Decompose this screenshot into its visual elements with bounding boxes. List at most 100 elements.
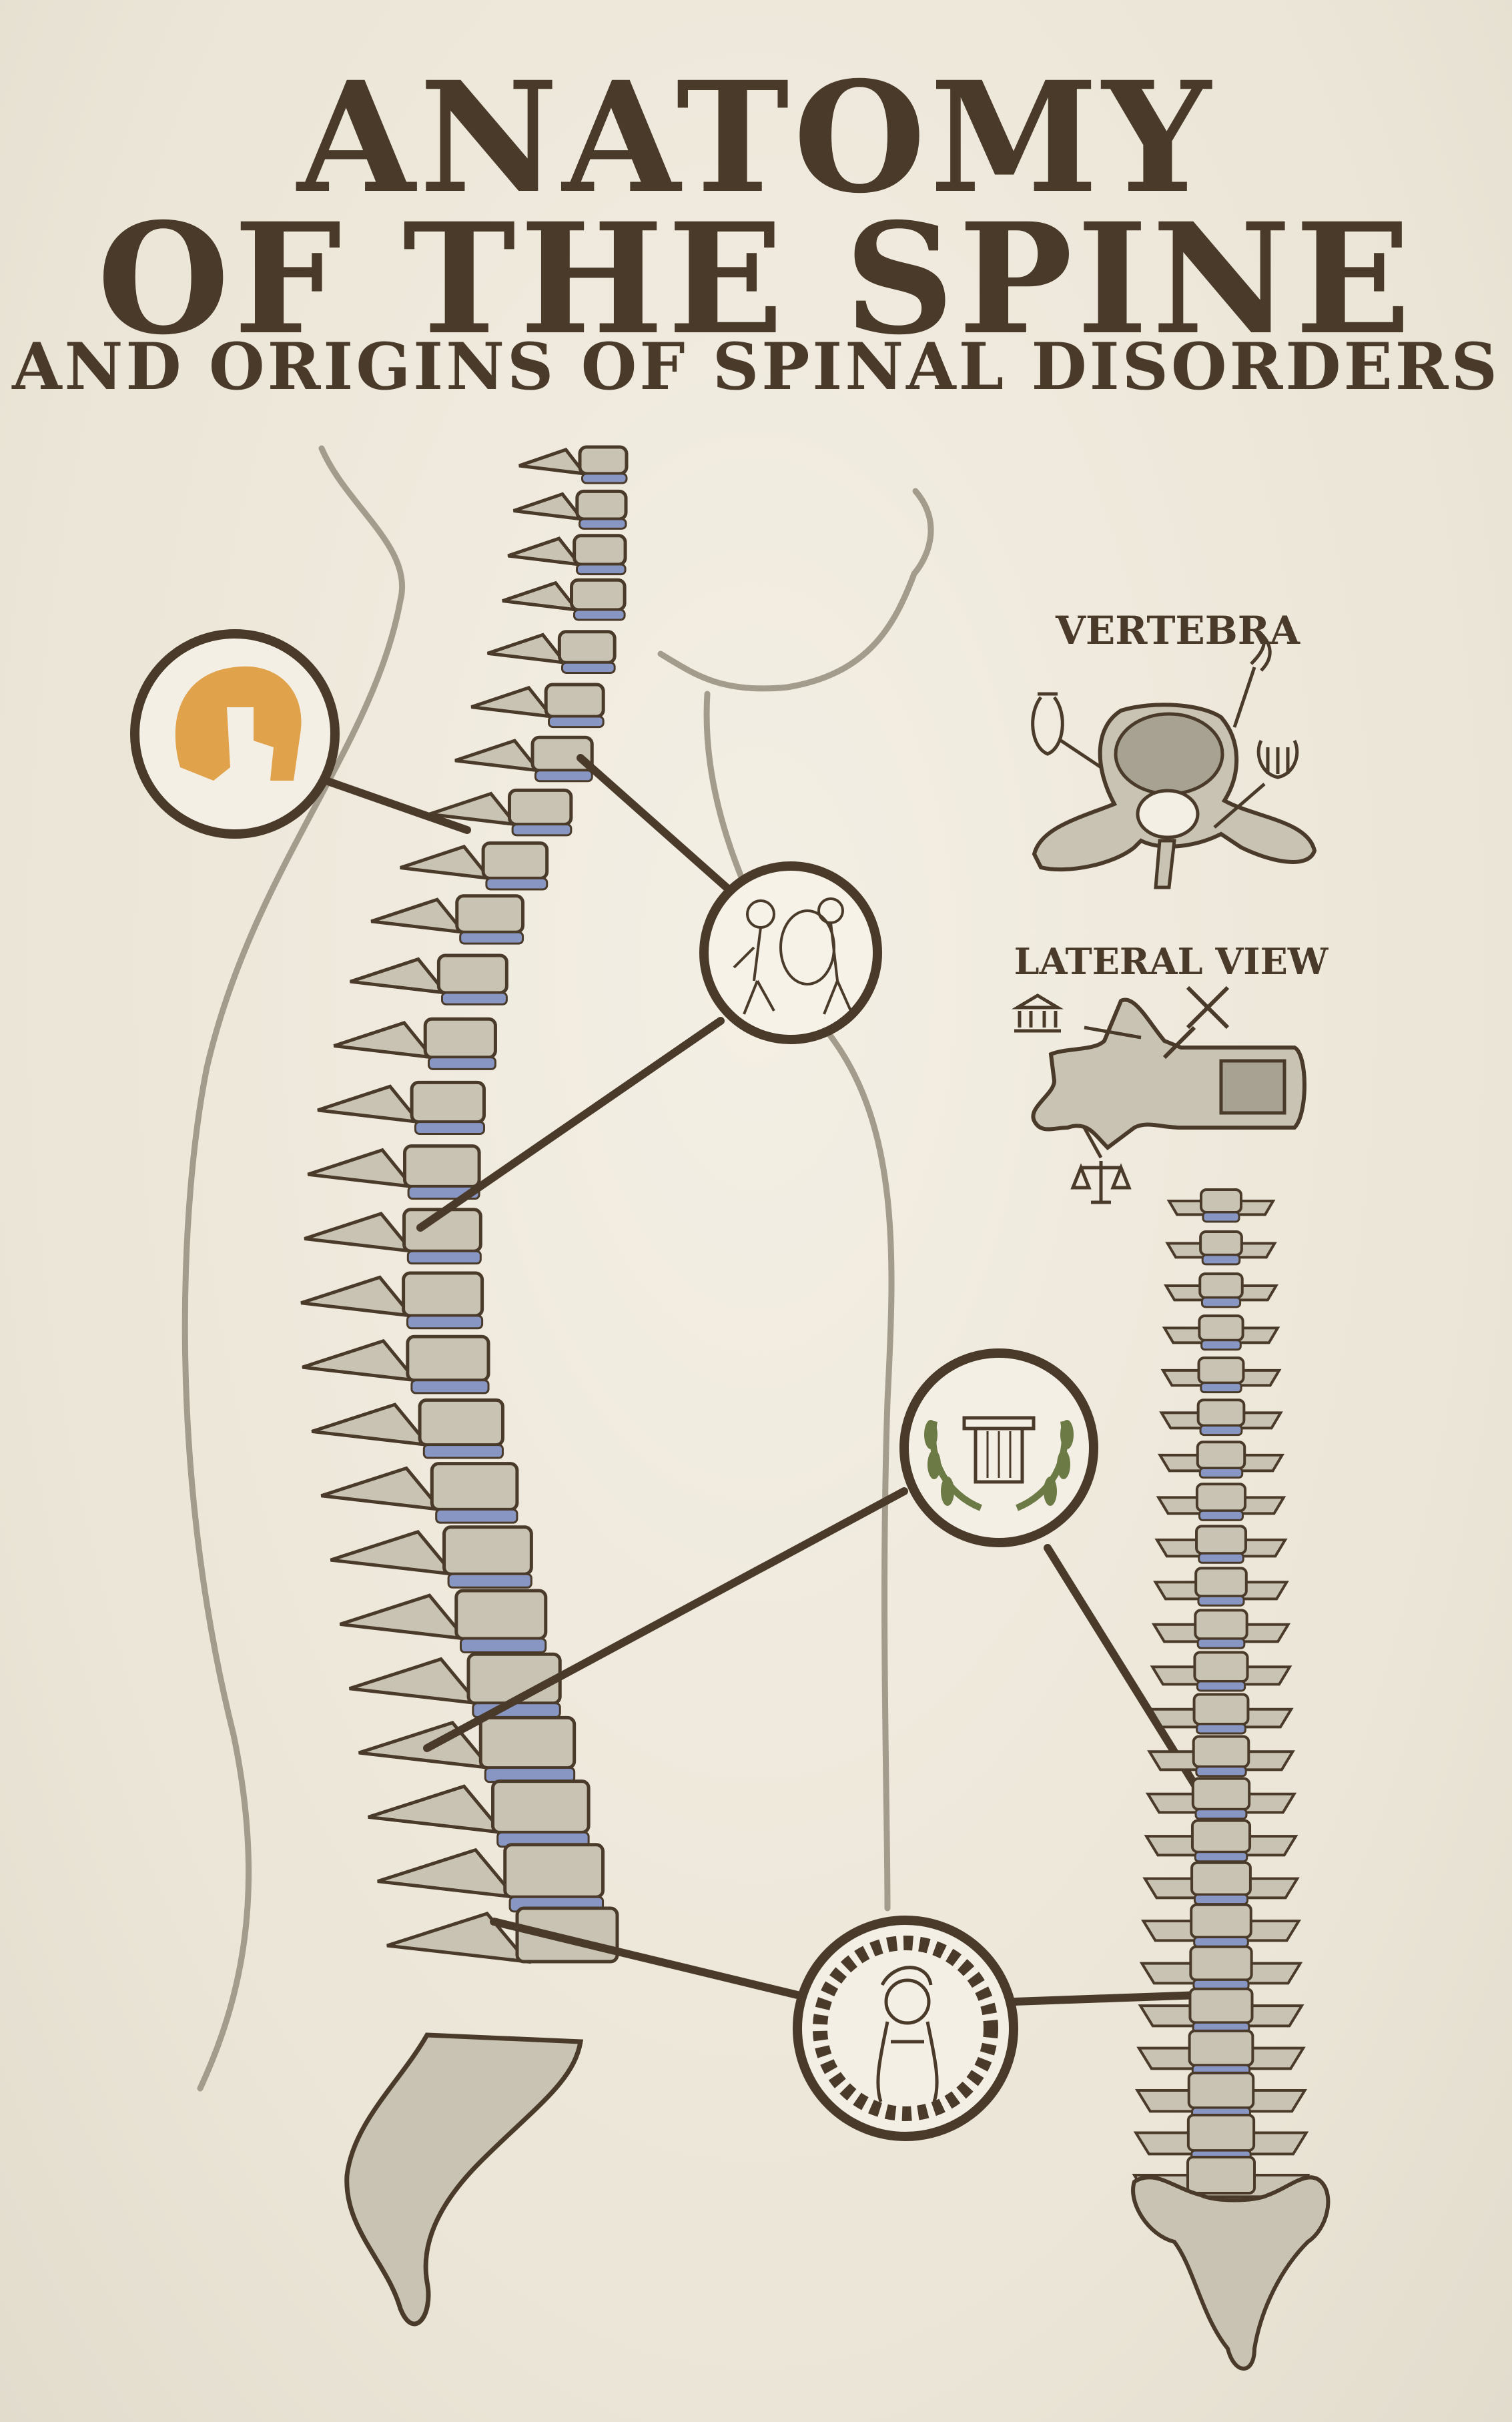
vertebral-body	[481, 841, 549, 880]
spartan-helmet-icon	[175, 666, 302, 781]
vertebra	[1191, 1777, 1251, 1811]
intervertebral-disc	[1200, 1382, 1242, 1394]
spinous-process	[368, 1784, 506, 1835]
vertebral-body	[503, 1843, 605, 1899]
spinous-process	[370, 897, 468, 935]
scales-icon	[1070, 1126, 1132, 1204]
title-line-2: OF THE SPINE	[97, 189, 1415, 368]
vertebral-body	[570, 578, 627, 612]
intervertebral-disc	[435, 1508, 518, 1524]
connector-line	[577, 754, 738, 898]
intervertebral-disc	[1198, 1467, 1244, 1479]
spinous-process	[307, 1148, 416, 1189]
vertebral-body	[418, 1398, 504, 1447]
spinous-process	[317, 1084, 423, 1124]
medallion-warriors	[699, 861, 882, 1044]
body-outline	[181, 445, 934, 2092]
intervertebral-disc	[534, 769, 593, 783]
vertebra	[1197, 1356, 1245, 1384]
spinous-process	[348, 1657, 482, 1705]
intervertebral-disc	[548, 715, 605, 729]
intervertebral-disc	[573, 609, 626, 621]
medallion-athena	[793, 1916, 1018, 2141]
intervertebral-disc	[1199, 1425, 1243, 1437]
vertebra	[1198, 1314, 1244, 1342]
lateral-vertebra-diagram	[1031, 997, 1306, 1150]
vertebral-body	[507, 788, 573, 827]
intervertebral-disc	[485, 877, 548, 891]
connector-line	[1010, 1991, 1205, 2006]
vertebral-body	[410, 1080, 486, 1124]
intervertebral-disc	[406, 1314, 484, 1330]
crossed-swords-icon	[1162, 985, 1230, 1060]
intervertebral-disc	[1196, 1637, 1246, 1649]
vertebral-body	[544, 683, 605, 719]
connector-line	[490, 1918, 801, 1999]
intervertebral-disc	[410, 1379, 490, 1394]
intervertebral-disc	[1198, 1552, 1244, 1564]
spinous-process	[377, 1848, 519, 1900]
spinous-process	[386, 1912, 531, 1964]
spinous-process	[518, 448, 589, 476]
intervertebral-disc	[459, 931, 524, 945]
spinous-process	[512, 492, 586, 522]
spinous-process	[400, 844, 494, 881]
vertebral-body	[491, 1779, 591, 1834]
intervertebral-disc	[1196, 1680, 1246, 1692]
intervertebral-disc	[1200, 1339, 1242, 1351]
intervertebral-disc	[1197, 1595, 1245, 1607]
spinous-process	[300, 1275, 416, 1318]
intervertebral-disc	[1201, 1254, 1241, 1266]
spinous-process	[502, 580, 581, 613]
vertebral-body	[573, 534, 627, 566]
vertebral-body	[423, 1017, 497, 1060]
pelvis	[1131, 2175, 1331, 2371]
intervertebral-disc	[1194, 1808, 1248, 1820]
spinous-process	[470, 685, 556, 719]
vertebra	[1189, 1945, 1253, 1982]
spinous-process	[333, 1021, 436, 1060]
vertebra	[1186, 2156, 1256, 2194]
spinous-process	[320, 1466, 444, 1512]
vertebra	[1194, 1609, 1248, 1641]
intervertebral-disc	[460, 1637, 547, 1653]
vertebra	[1193, 1651, 1249, 1683]
intervertebral-disc	[576, 563, 627, 576]
vertebra	[1194, 1567, 1248, 1598]
vertebra	[1196, 1398, 1246, 1427]
vertebra	[1199, 1230, 1243, 1256]
vertebra	[1200, 1188, 1242, 1214]
lateral-spine	[300, 445, 629, 1964]
vertebra	[1198, 1272, 1244, 1299]
vertebra-diagram	[1032, 703, 1317, 889]
intervertebral-disc	[414, 1121, 485, 1135]
temple-icon	[1011, 993, 1142, 1040]
intervertebral-disc	[511, 823, 573, 837]
vertebra	[1192, 1735, 1250, 1768]
vertebral-body	[575, 489, 628, 521]
spinous-process	[454, 739, 542, 773]
vertebra	[1195, 1483, 1247, 1513]
connector-line	[416, 1017, 725, 1232]
spinous-process	[311, 1402, 432, 1447]
back-outline	[181, 445, 405, 2092]
amphora-icon	[1031, 692, 1102, 769]
intervertebral-disc	[1196, 1723, 1246, 1735]
spinous-process	[428, 791, 520, 827]
medallion-helmet	[130, 629, 340, 839]
vertebral-body	[436, 953, 508, 995]
vertebral-body	[403, 1144, 481, 1188]
vertebral-body	[466, 1652, 562, 1705]
title-line-1: ANATOMY	[297, 48, 1215, 227]
intervertebral-disc	[1198, 1509, 1244, 1521]
vertebra	[1195, 1525, 1247, 1555]
intervertebral-disc	[441, 991, 508, 1005]
spinous-process	[330, 1529, 457, 1577]
spinous-process	[304, 1212, 416, 1254]
connector-line	[423, 1487, 908, 1752]
spinous-process	[486, 633, 569, 665]
vertebral-body	[442, 1525, 533, 1576]
vertebra	[1186, 2113, 1256, 2152]
